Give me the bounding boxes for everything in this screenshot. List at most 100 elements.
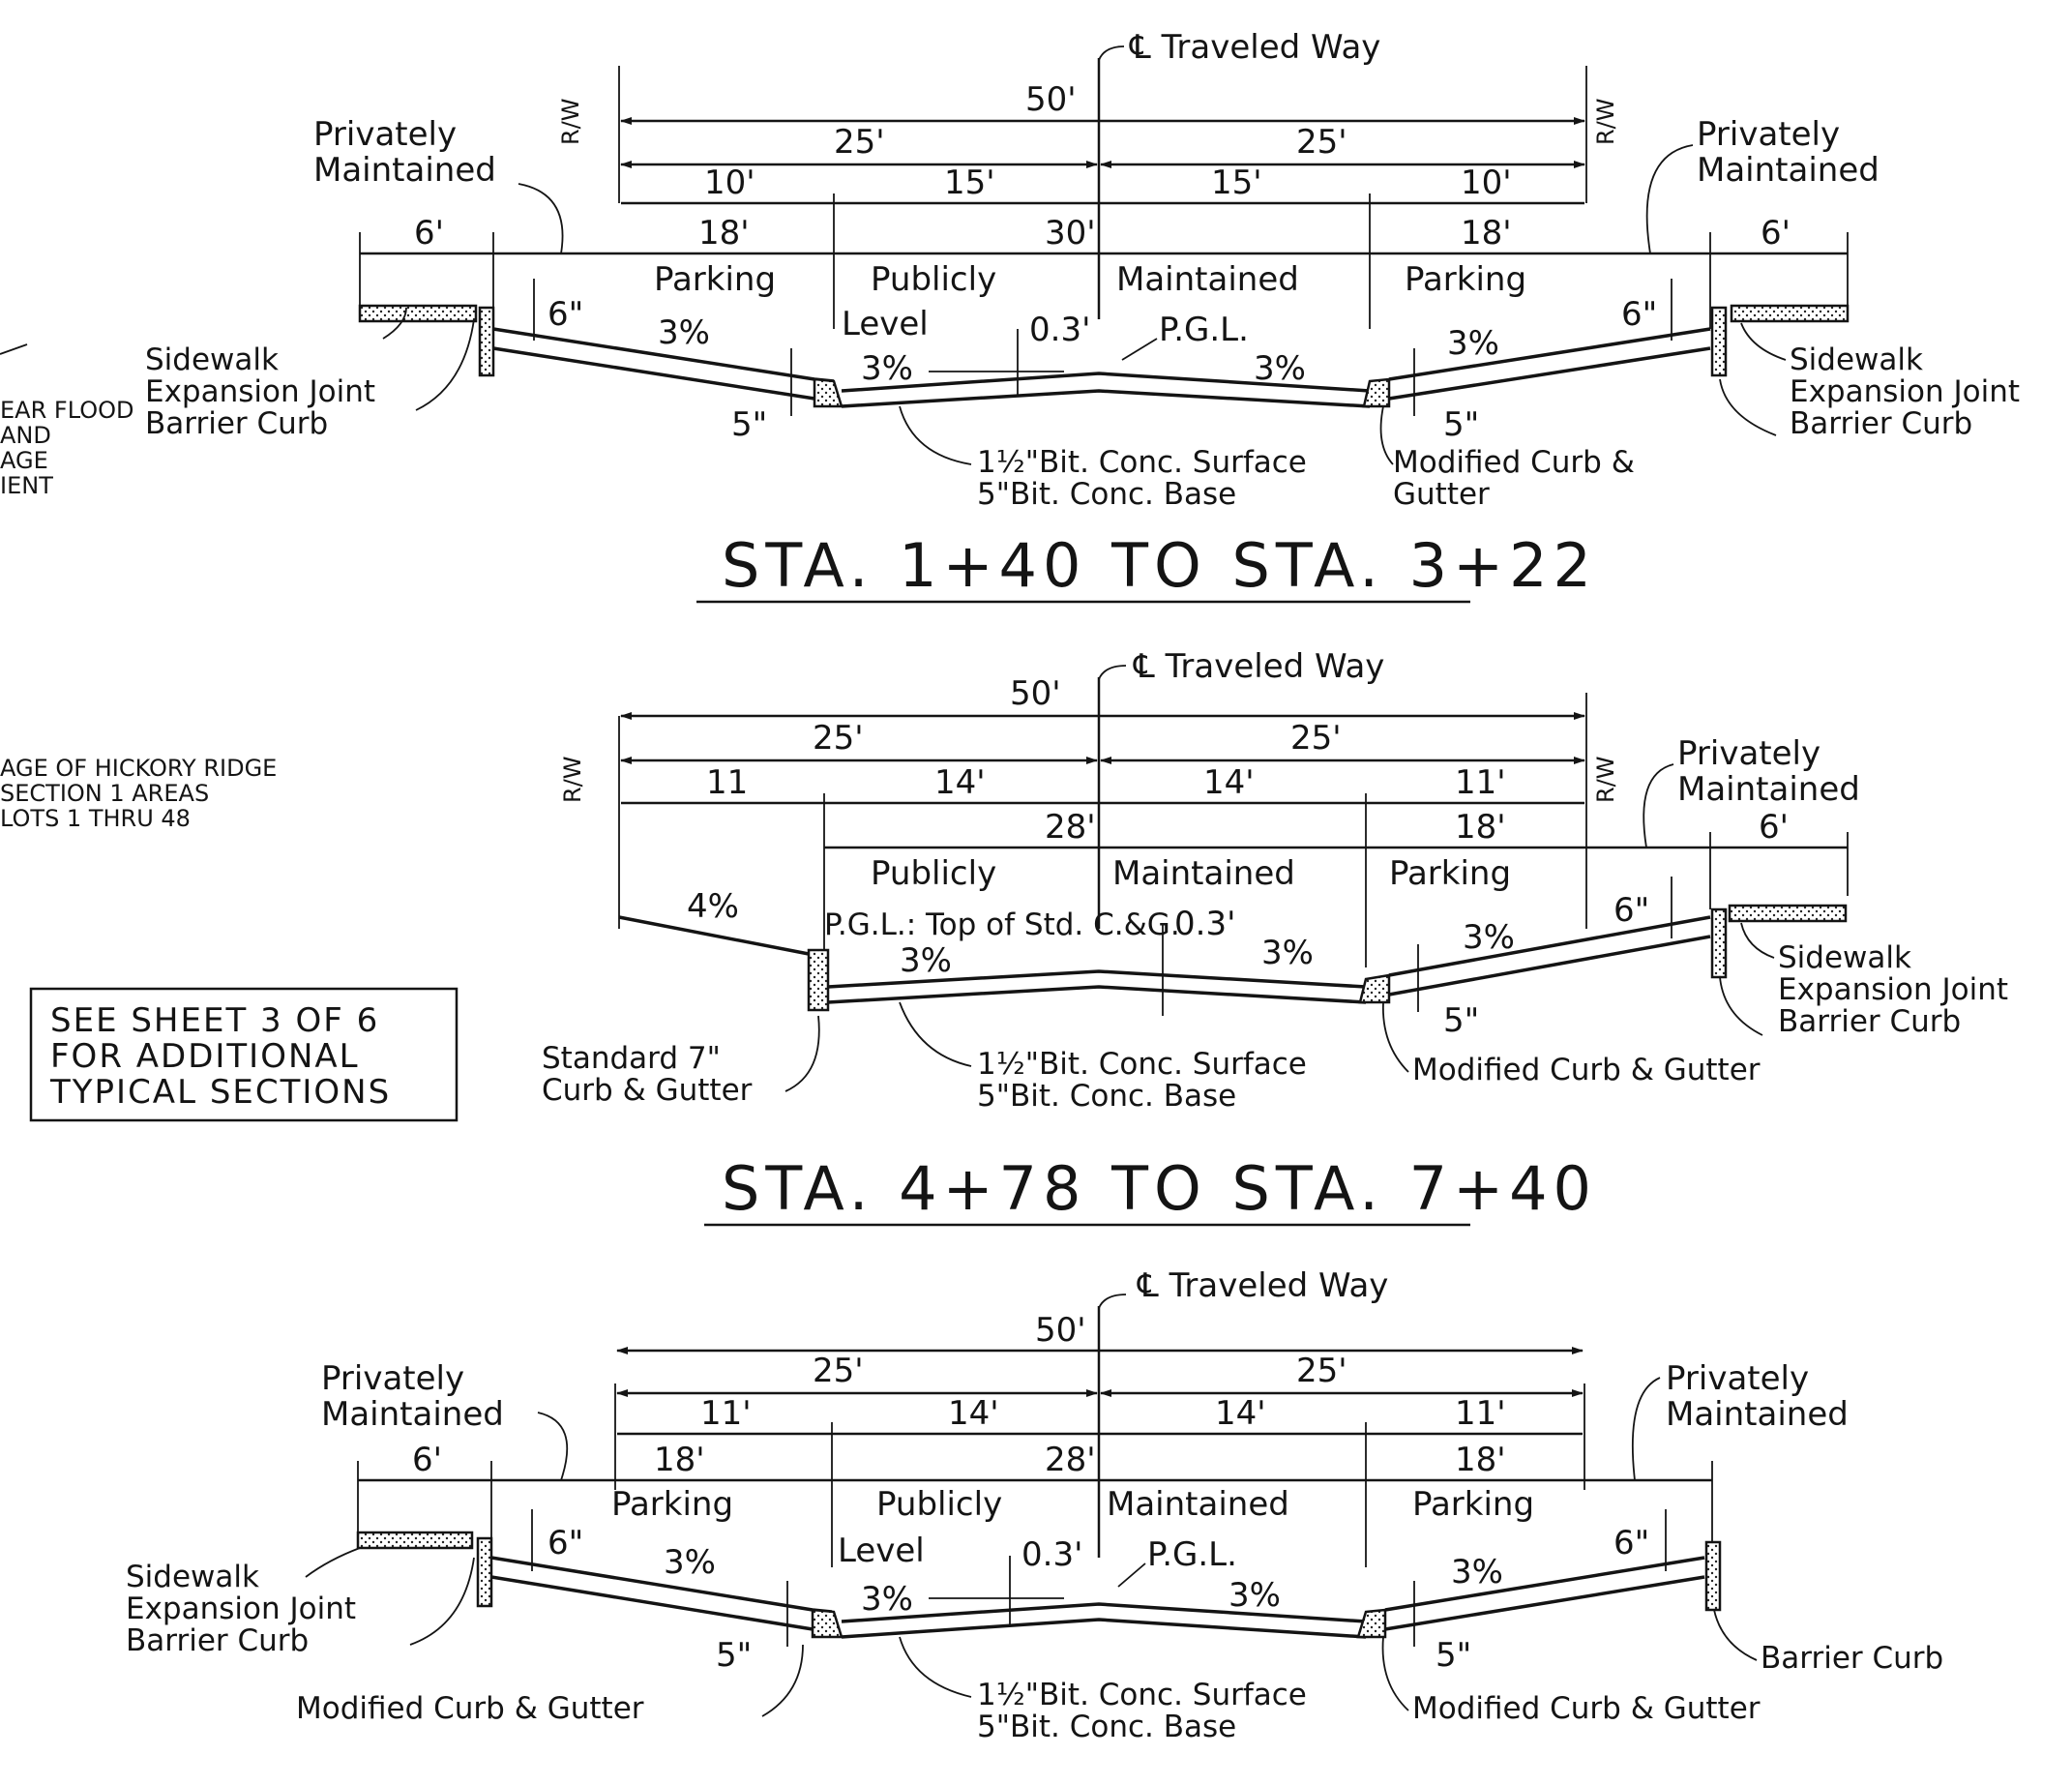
pavement-top-3 — [841, 1602, 1367, 1623]
pgl-top-2: P.G.L.: Top of Std. C.&G. — [824, 907, 1180, 942]
dim-total: 50' — [1025, 80, 1077, 119]
leader-pavement — [899, 405, 972, 465]
slope-fill-2: 4% — [687, 887, 739, 926]
pgl-leader-3 — [1117, 1562, 1146, 1588]
label-parking-right: Parking — [1405, 260, 1526, 299]
curb-callout-right-2: Modified Curb & Gutter — [1412, 1053, 1761, 1087]
section-1-title: STA. 1+40 TO STA. 3+22 — [722, 530, 1597, 601]
slope-center-left: 3% — [861, 349, 913, 388]
slope-right: 3% — [1447, 324, 1499, 363]
pavement-top-2 — [827, 969, 1367, 989]
dim-half-right: 25' — [1296, 123, 1347, 162]
dim-walk-right: 6' — [1761, 214, 1791, 253]
gutter-right-3 — [1356, 1608, 1387, 1639]
leader-pavement-2 — [899, 1001, 972, 1067]
gutter-left-3 — [811, 1608, 844, 1639]
dim-park-right: 18' — [1461, 214, 1512, 253]
label-parking-right-3: Parking — [1412, 1485, 1534, 1524]
sidewalk-left — [358, 304, 478, 323]
leader-curb-right-2 — [1382, 1001, 1409, 1073]
slope-center-right-2: 3% — [1261, 934, 1314, 972]
leader-barrier-right — [1719, 378, 1777, 436]
pavement-top — [841, 372, 1371, 393]
dim-lane-r2-3: 14' — [1215, 1394, 1266, 1433]
dim-total-2: 50' — [1010, 674, 1061, 713]
leader-sidewalk-left — [382, 307, 407, 340]
dim-lane-r1: 10' — [1461, 164, 1512, 202]
label-maintained-3: Maintained — [1107, 1485, 1289, 1524]
rw-mark-left-2: R/W — [559, 757, 586, 804]
label-publicly-3: Publicly — [876, 1485, 1002, 1524]
cl-label-2: ℄ Traveled Way — [1133, 647, 1384, 686]
slab-bottom-right-2 — [1388, 935, 1711, 997]
pgl-label-3: P.G.L. — [1147, 1535, 1237, 1574]
slope-center-left-3: 3% — [861, 1580, 913, 1619]
slope-center-right-3: 3% — [1228, 1576, 1281, 1615]
cl-label-3: ℄ Traveled Way — [1137, 1266, 1388, 1305]
label-maintained: Maintained — [1116, 260, 1299, 299]
slab-top-right-3 — [1384, 1556, 1705, 1612]
leader-curb-left-2 — [784, 1015, 820, 1092]
dim-lane-l1-3: 11' — [700, 1394, 752, 1433]
pgl-label: P.G.L. — [1159, 311, 1249, 349]
leader-private-left — [518, 183, 564, 254]
pavement-bottom-2 — [827, 985, 1367, 1004]
leader-sidewalk-right-2 — [1740, 922, 1775, 959]
leader-private-right-2 — [1643, 763, 1674, 848]
leader-sidewalk-left-3 — [305, 1547, 361, 1578]
leader-curb-right-3 — [1381, 1636, 1409, 1711]
slab-bottom-right — [1388, 346, 1711, 401]
rw-mark-right: R/W — [1592, 99, 1619, 146]
curb-callout-left-2: Standard 7"Curb & Gutter — [542, 1041, 753, 1108]
cl-label: ℄ Traveled Way — [1129, 28, 1380, 67]
gutter-left — [813, 377, 844, 408]
curb-h-right: 6" — [1621, 295, 1657, 334]
section-2-title: STA. 4+78 TO STA. 7+40 — [722, 1153, 1597, 1224]
label-parking-left: Parking — [654, 260, 776, 299]
label-parking-right-2: Parking — [1389, 854, 1511, 893]
crown-value-3: 0.3' — [1021, 1535, 1082, 1574]
barrier-curb-left — [478, 306, 495, 377]
std-curb-left-2 — [807, 948, 830, 1012]
barrier-curb-right-3 — [1704, 1540, 1722, 1612]
pgl-leader — [1121, 338, 1158, 361]
slope-center-left-2: 3% — [900, 941, 952, 980]
dim-half-right-2: 25' — [1290, 719, 1342, 758]
slope-center-right: 3% — [1254, 349, 1306, 388]
see-sheet-box — [29, 987, 459, 1122]
gutter-left-label-3: 5" — [716, 1636, 752, 1675]
leader-barrier-right-3 — [1713, 1609, 1758, 1661]
dim-walk-left-3: 6' — [412, 1441, 442, 1479]
barrier-curb-right — [1710, 306, 1728, 377]
rw-mark-left: R/W — [557, 99, 584, 146]
sidewalk-right-2 — [1728, 904, 1848, 923]
barrier-curb-right-2 — [1710, 907, 1728, 979]
leader-barrier-left — [415, 318, 475, 411]
slope-left-3: 3% — [664, 1543, 716, 1582]
crown-value: 0.3' — [1029, 311, 1090, 349]
dim-walk-right-2: 6' — [1759, 808, 1789, 847]
gutter-left-label: 5" — [731, 405, 767, 444]
gutter-right-label-3: 5" — [1436, 1636, 1471, 1675]
slab-top-right-2 — [1388, 915, 1711, 977]
cl-leader-2 — [1098, 665, 1127, 680]
slope-left: 3% — [658, 313, 710, 352]
leader-pavement-3 — [899, 1636, 972, 1698]
dim-park-left: 18' — [698, 214, 750, 253]
slab-bottom-left — [492, 346, 815, 401]
leader-curb-right — [1379, 405, 1394, 465]
rw-mark-right-2: R/W — [1592, 757, 1619, 804]
gutter-right — [1362, 377, 1391, 408]
leader-barrier-right-2 — [1719, 976, 1763, 1036]
dim-center-2: 28' — [1045, 808, 1096, 847]
gutter-right-label: 5" — [1443, 405, 1479, 444]
